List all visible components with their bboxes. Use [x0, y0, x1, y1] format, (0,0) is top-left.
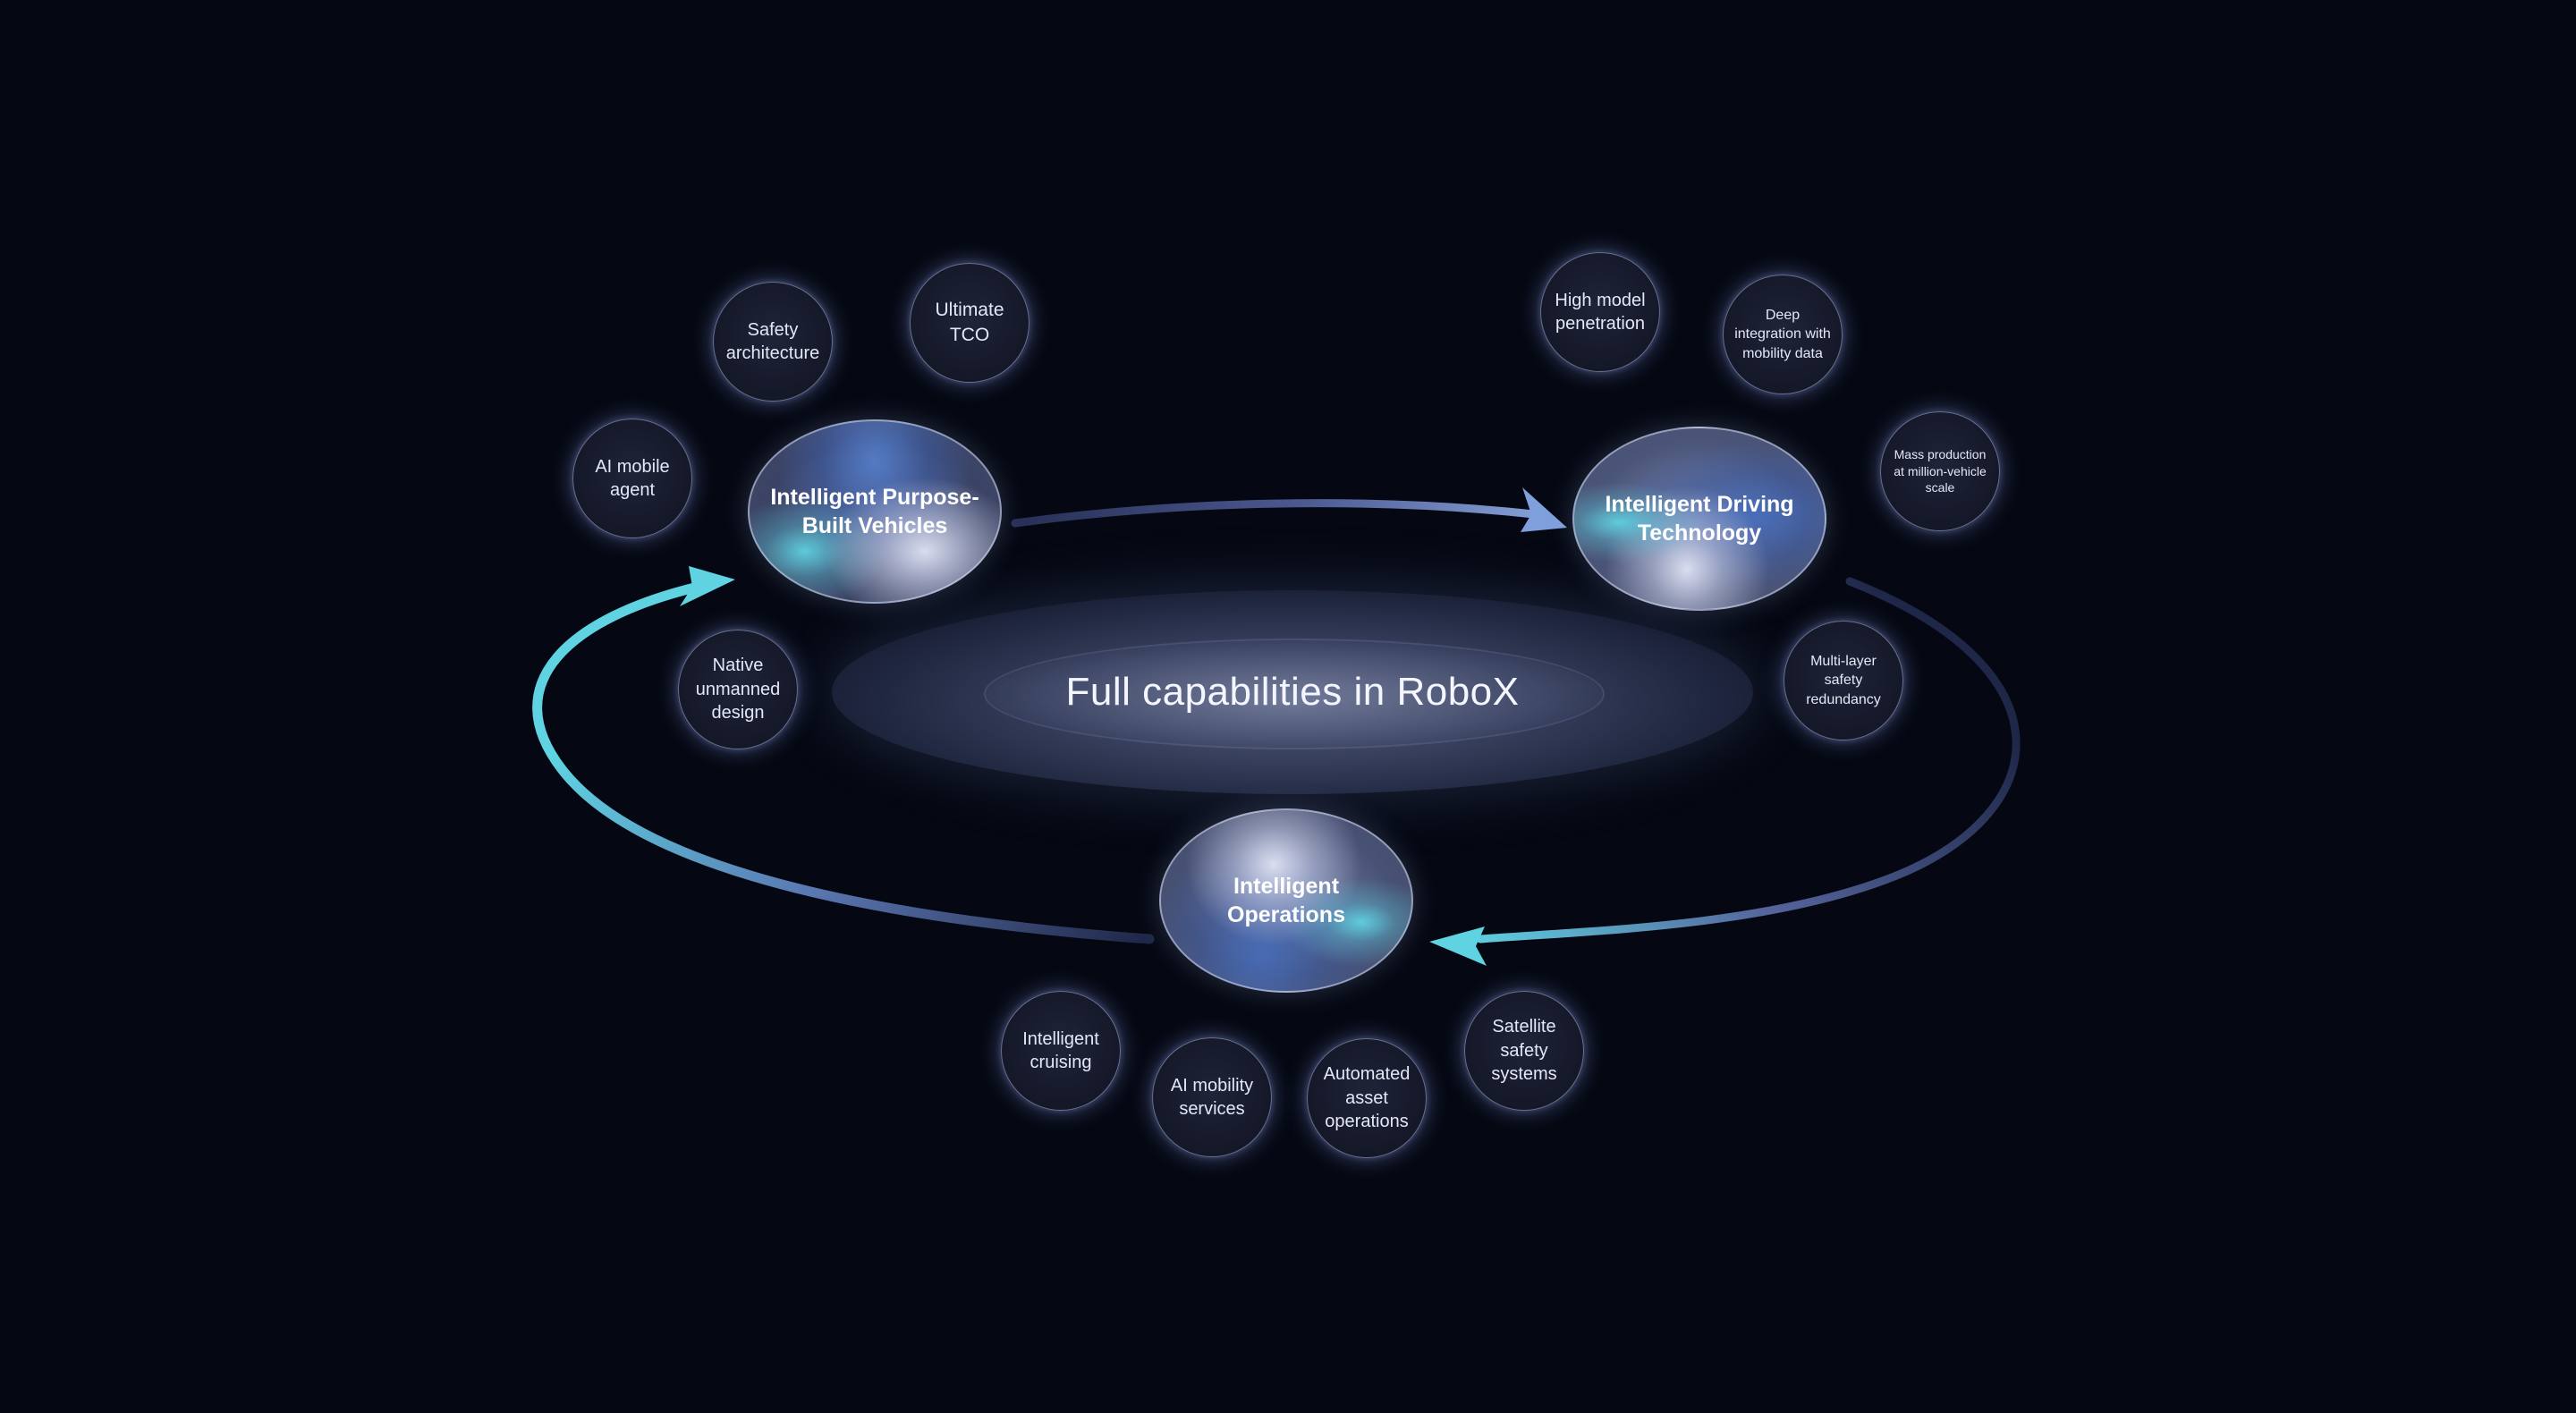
capability-ultimate-tco-label: Ultimate TCO [935, 300, 1004, 345]
capability-automated-asset-operations-label: Automated asset operations [1323, 1064, 1411, 1132]
pillar-driving-label: Intelligent Driving Technology [1605, 491, 1794, 546]
arrow-driving-to-operations [1476, 577, 2021, 943]
capability-multi-layer-safety-redundancy[interactable]: Multi-layer safety redundancy [1784, 621, 1903, 740]
pillar-intelligent-operations[interactable]: Intelligent Operations [1159, 808, 1413, 993]
capability-intelligent-cruising-label: Intelligent cruising [1022, 1028, 1099, 1072]
capability-mass-production[interactable]: Mass production at million-vehicle scale [1880, 411, 2000, 531]
capability-safety-architecture-label: Safety architecture [725, 319, 820, 363]
capability-mass-production-label: Mass production at million-vehicle scale [1894, 447, 1987, 495]
capability-ultimate-tco[interactable]: Ultimate TCO [910, 263, 1030, 383]
capability-intelligent-cruising[interactable]: Intelligent cruising [1001, 991, 1121, 1111]
pillar-vehicles-label: Intelligent Purpose-Built Vehicles [770, 484, 979, 539]
capability-native-unmanned-design-label: Native unmanned design [695, 656, 781, 723]
capability-automated-asset-operations[interactable]: Automated asset operations [1307, 1038, 1427, 1158]
capability-ai-mobile-agent-label: AI mobile agent [595, 456, 670, 500]
capability-ai-mobile-agent[interactable]: AI mobile agent [572, 419, 692, 538]
capability-ai-mobility-services[interactable]: AI mobility services [1152, 1037, 1272, 1157]
pillar-operations-label: Intelligent Operations [1227, 873, 1345, 928]
capability-deep-integration-mobility-data[interactable]: Deep integration with mobility data [1723, 275, 1843, 394]
capability-satellite-safety-systems[interactable]: Satellite safety systems [1464, 991, 1584, 1111]
capability-deep-integration-label: Deep integration with mobility data [1734, 308, 1831, 361]
pillar-intelligent-driving-technology[interactable]: Intelligent Driving Technology [1572, 427, 1826, 611]
center-platform-ring [984, 639, 1605, 749]
arrow-head-operations [1429, 926, 1487, 966]
capability-safety-architecture[interactable]: Safety architecture [713, 282, 833, 402]
capability-satellite-safety-systems-label: Satellite safety systems [1491, 1017, 1557, 1085]
center-platform: Full capabilities in RoboX [832, 590, 1753, 794]
arrow-head-vehicles [680, 566, 735, 606]
capability-ai-mobility-services-label: AI mobility services [1170, 1075, 1254, 1119]
center-title: Full capabilities in RoboX [1065, 670, 1520, 714]
capability-high-model-penetration[interactable]: High model penetration [1540, 252, 1660, 372]
pillar-intelligent-purpose-built-vehicles[interactable]: Intelligent Purpose-Built Vehicles [748, 419, 1002, 604]
arrow-vehicles-to-driving [1011, 499, 1538, 528]
arrow-head-driving [1521, 487, 1567, 532]
capability-multi-layer-safety-label: Multi-layer safety redundancy [1806, 654, 1881, 707]
arrow-operations-to-vehicles [532, 580, 1155, 944]
capability-native-unmanned-design[interactable]: Native unmanned design [678, 630, 798, 749]
capability-high-model-penetration-label: High model penetration [1555, 290, 1646, 334]
